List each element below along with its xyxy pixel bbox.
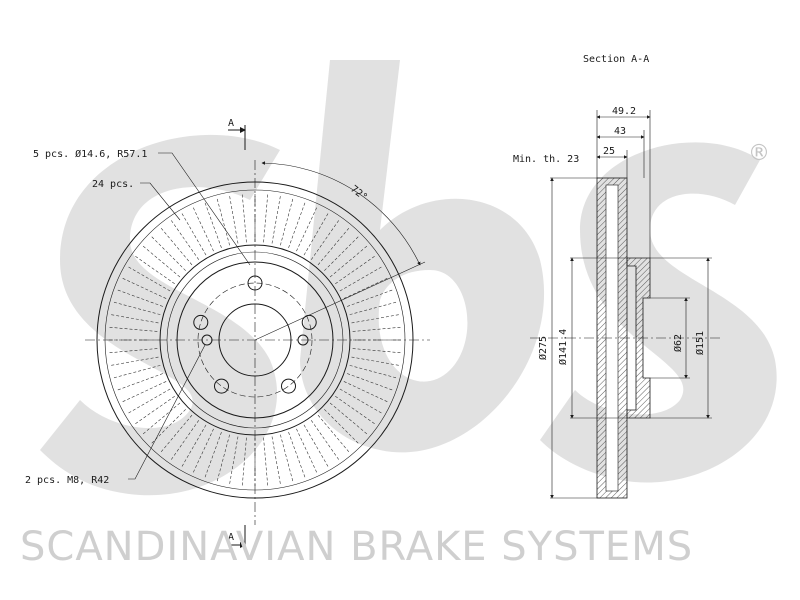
section-view: Section A-A Min. th. 23 Ø275 Ø141.4 Ø62 … (513, 54, 720, 499)
vane-line (159, 414, 193, 454)
vane-line (180, 211, 207, 256)
vane-line (141, 244, 181, 278)
vane-line (280, 434, 294, 484)
vane-line (109, 314, 159, 324)
bolt-hole (193, 314, 209, 330)
callout-threads: 2 pcs. M8, R42 (25, 475, 109, 486)
vane-line (339, 265, 384, 292)
vane-line (288, 431, 306, 480)
vane-line (111, 301, 161, 315)
vane-line (126, 388, 171, 415)
vane-line (169, 218, 200, 260)
vane-line (351, 356, 401, 366)
vane-line (349, 365, 399, 379)
dim-overall-height: 49.2 (612, 106, 636, 117)
vane-line (349, 301, 399, 315)
dim-disc-thickness: 25 (603, 146, 615, 157)
sbs-logo-watermark: ® (40, 60, 777, 496)
vane-line (310, 420, 341, 462)
vane-line (133, 395, 175, 426)
vane-line (343, 277, 390, 299)
callout-vanes: 24 pcs. (92, 179, 134, 190)
vane-line (241, 192, 247, 243)
vane-line (109, 356, 159, 366)
vane-line (288, 200, 306, 249)
front-view: A A 72° 5 pcs. Ø14.6, R57.1 24 pcs. 2 pc… (25, 118, 430, 550)
vane-line (271, 436, 281, 486)
vane-line (111, 365, 161, 379)
vane-line (263, 437, 269, 488)
dim-hat-diameter: Ø141.4 (557, 329, 569, 365)
vane-line (169, 420, 200, 462)
min-thickness-label: Min. th. 23 (513, 154, 579, 165)
vane-line (229, 194, 239, 244)
vane-line (180, 424, 207, 469)
vane-line (120, 381, 167, 403)
dim-outer-diameter: Ø275 (537, 336, 549, 360)
vane-line (159, 226, 193, 266)
vane-line (192, 428, 214, 475)
vane-line (303, 424, 330, 469)
angle-ray (254, 261, 426, 341)
vane-line (241, 437, 247, 488)
vane-line (329, 402, 369, 436)
vane-line (192, 205, 214, 252)
vane-line (346, 289, 395, 307)
section-mark-top: A (228, 118, 234, 129)
vane-line (280, 196, 294, 246)
angle-arc (261, 161, 421, 266)
vane-line (204, 431, 222, 480)
vane-line (339, 388, 384, 415)
vane-line (296, 428, 318, 475)
section-mark-bottom: A (228, 532, 234, 543)
vane-line (317, 414, 351, 454)
callout-bolt-holes: 5 pcs. Ø14.6, R57.1 (33, 148, 147, 160)
dim-hat-height: 43 (614, 126, 626, 137)
vane-line (126, 265, 171, 292)
section-title: Section A-A (583, 54, 649, 65)
vane-line (150, 235, 186, 271)
vane-line (263, 192, 269, 243)
bolt-holes (193, 275, 317, 394)
vane-line (324, 409, 360, 445)
vane-line (115, 289, 164, 307)
vane-line (216, 196, 230, 246)
vane-line (133, 254, 175, 285)
leader-vanes (140, 182, 181, 221)
vane-line (141, 402, 181, 436)
vane-line (352, 348, 403, 354)
vane-line (204, 200, 222, 249)
vane-line (271, 194, 281, 244)
bolt-hole (281, 378, 297, 394)
registered-mark: ® (748, 141, 770, 166)
bolt-circle (197, 282, 313, 398)
vane-line (343, 381, 390, 403)
brand-watermark-text: SCANDINAVIAN BRAKE SYSTEMS (20, 524, 693, 570)
vane-line (229, 436, 239, 486)
vane-line (346, 373, 395, 391)
vane-line (335, 395, 377, 426)
dim-pilot-diameter: Ø151 (694, 331, 706, 355)
leader-threads (128, 344, 206, 480)
vane-line (107, 348, 158, 354)
leader-bolt-holes (158, 152, 251, 266)
vane-line (115, 373, 164, 391)
vane-line (120, 277, 167, 299)
dim-center-bore: Ø62 (672, 334, 684, 352)
vane-line (216, 434, 230, 484)
vane-line (107, 326, 158, 332)
bolt-hole (213, 378, 229, 394)
vane-line (352, 326, 403, 332)
vane-line (351, 314, 401, 324)
